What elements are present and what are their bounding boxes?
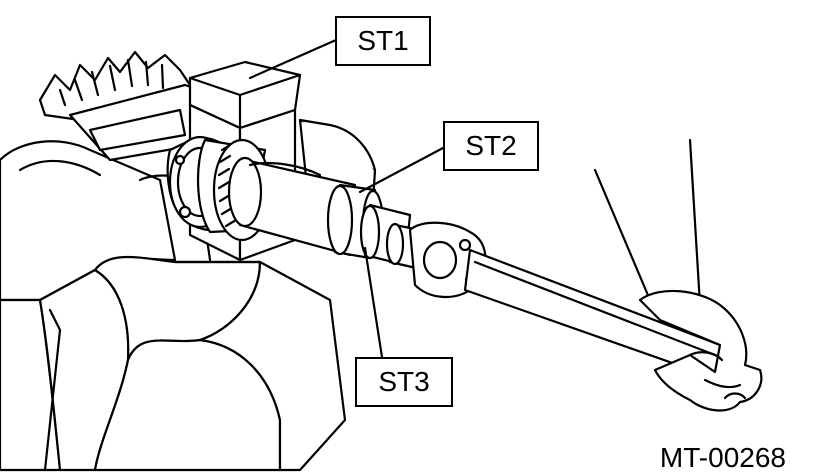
figure-id: MT-00268 xyxy=(659,442,786,473)
st1-leader-line xyxy=(250,40,336,78)
st1-callout-label: ST1 xyxy=(335,16,431,66)
vise-body xyxy=(0,141,345,470)
st2-leader-line xyxy=(360,148,443,192)
st2-callout-label: ST2 xyxy=(443,121,539,171)
st3-callout-label: ST3 xyxy=(355,357,453,407)
st3-leader-line xyxy=(365,248,382,357)
leader-lines xyxy=(250,40,443,357)
arm-and-hand xyxy=(595,140,761,410)
